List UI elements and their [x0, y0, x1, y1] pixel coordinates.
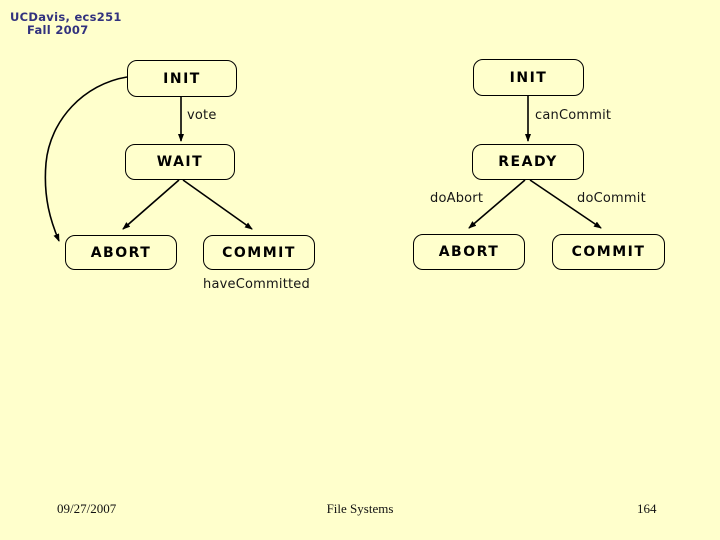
state-box-commit-left: COMMIT	[203, 235, 315, 270]
edge-init-abort-curve-arrow	[44, 76, 128, 242]
edge-label-do-abort: doAbort	[430, 191, 484, 206]
state-label: INIT	[163, 70, 201, 87]
slide-header: UCDavis, ecs251 Fall 2007	[10, 11, 122, 37]
edge-wait-commit-arrow	[182, 179, 253, 230]
state-label: INIT	[509, 69, 548, 86]
state-box-abort-left: ABORT	[65, 235, 177, 270]
footer-section-title: File Systems	[326, 501, 394, 516]
footer-date: 09/27/2007	[57, 501, 117, 516]
edge-label-have-committed: haveCommitted	[203, 277, 310, 292]
state-label: COMMIT	[222, 244, 296, 261]
footer-page-number: 164	[637, 501, 657, 516]
state-label: COMMIT	[571, 244, 646, 260]
edge-ready-commit-arrow	[529, 179, 602, 229]
edge-label-can-commit: canCommit	[535, 108, 612, 123]
term-label: Fall 2007	[27, 23, 89, 37]
edge-label-do-commit: doCommit	[577, 191, 646, 206]
state-box-init-left: INIT	[127, 60, 237, 97]
state-label: WAIT	[156, 154, 204, 170]
state-box-init-right: INIT	[473, 59, 584, 96]
state-box-ready: READY	[472, 144, 584, 180]
state-label: READY	[498, 154, 558, 170]
edge-wait-abort-arrow	[122, 179, 180, 230]
course-label: UCDavis, ecs251	[10, 10, 122, 24]
state-box-commit-right: COMMIT	[552, 234, 665, 270]
edge-label-vote: vote	[187, 108, 217, 123]
state-label: ABORT	[438, 244, 500, 260]
state-box-wait: WAIT	[125, 144, 235, 180]
state-box-abort-right: ABORT	[413, 234, 525, 270]
state-label: ABORT	[90, 244, 152, 261]
edge-ready-abort-arrow	[468, 179, 526, 229]
